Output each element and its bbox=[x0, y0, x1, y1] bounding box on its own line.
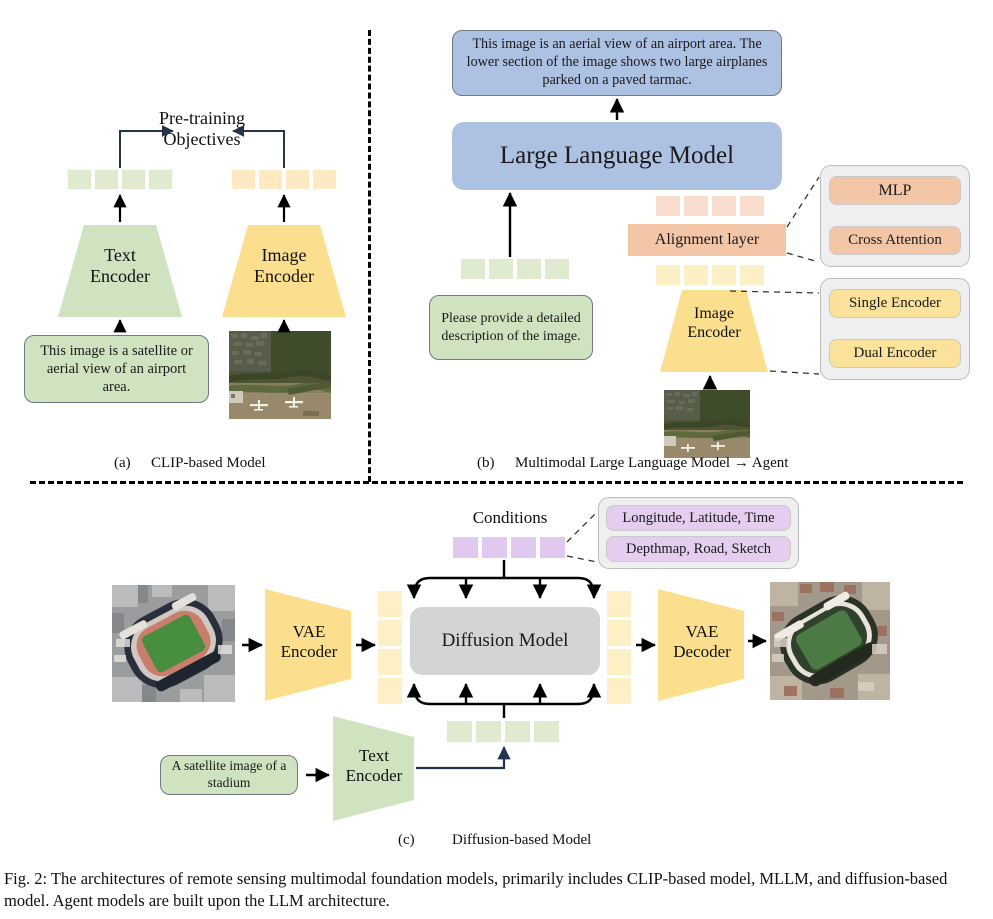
aligned-token-0 bbox=[656, 196, 680, 216]
diffusion-model-label: Diffusion Model bbox=[441, 629, 569, 651]
encoder-option-dual[interactable]: Dual Encoder bbox=[829, 339, 961, 368]
figure-caption: Fig. 2: The architectures of remote sens… bbox=[4, 869, 948, 911]
text-encoder-shape-c bbox=[333, 716, 414, 821]
text-token-2 bbox=[122, 170, 145, 189]
large-language-model-box[interactable]: Large Language Model bbox=[452, 122, 782, 190]
text-encoder-label: Text Encoder bbox=[90, 245, 150, 287]
condition-token-0 bbox=[453, 537, 478, 558]
airport-aerial-image-b bbox=[664, 390, 750, 458]
condition-option-geo-label: Longitude, Latitude, Time bbox=[622, 509, 775, 526]
prompt-token-2 bbox=[517, 259, 541, 279]
panel-a-caption-title: CLIP-based Model bbox=[151, 455, 266, 471]
condition-option-geo[interactable]: Longitude, Latitude, Time bbox=[606, 505, 791, 531]
diffusion-text-prompt-text: A satellite image of a stadium bbox=[171, 758, 287, 790]
alignment-option-mlp-label: MLP bbox=[878, 181, 912, 199]
text-encoder-shape bbox=[58, 225, 182, 317]
visual-token-3 bbox=[740, 265, 764, 285]
clip-text-prompt-box[interactable]: This image is a satellite or aerial view… bbox=[24, 335, 209, 403]
encoder-option-dual-label: Dual Encoder bbox=[853, 345, 937, 361]
panel-c-caption-title: Diffusion-based Model bbox=[452, 832, 592, 848]
mllm-output-box[interactable]: This image is an aerial view of an airpo… bbox=[452, 30, 782, 96]
panel-c-caption-index: (c) bbox=[398, 832, 415, 848]
diffusion-text-token-2 bbox=[505, 721, 530, 742]
encoder-option-single-label: Single Encoder bbox=[848, 295, 942, 311]
image-token-1 bbox=[259, 170, 282, 189]
condition-option-structure-label: Depthmap, Road, Sketch bbox=[626, 540, 771, 557]
mllm-prompt-box[interactable]: Please provide a detailed description of… bbox=[429, 295, 593, 360]
panel-a-caption-index: (a) bbox=[114, 455, 131, 471]
text-token-3 bbox=[149, 170, 172, 189]
stadium-aerial-output-image bbox=[770, 582, 890, 700]
vae-decoder-shape bbox=[658, 589, 744, 701]
alignment-layer-label: Alignment layer bbox=[654, 231, 760, 248]
text-token-0 bbox=[68, 170, 91, 189]
alignment-option-cross-attention-label: Cross Attention bbox=[848, 232, 942, 248]
image-encoder-shape-b bbox=[660, 290, 768, 372]
conditions-label: Conditions bbox=[472, 508, 548, 527]
aligned-token-3 bbox=[740, 196, 764, 216]
aligned-token-1 bbox=[684, 196, 708, 216]
text-encoder-label-c: Text Encoder bbox=[345, 746, 403, 786]
diffusion-text-prompt-box[interactable]: A satellite image of a stadium bbox=[160, 755, 298, 795]
aligned-token-2 bbox=[712, 196, 736, 216]
alignment-layer-box[interactable]: Alignment layer bbox=[628, 224, 786, 256]
image-encoder-shape-a bbox=[222, 225, 346, 317]
latent-token-in-3 bbox=[378, 678, 402, 704]
prompt-token-1 bbox=[489, 259, 513, 279]
diffusion-text-token-0 bbox=[447, 721, 472, 742]
airport-aerial-image-a bbox=[229, 331, 331, 419]
latent-token-in-0 bbox=[378, 591, 402, 617]
visual-token-0 bbox=[656, 265, 680, 285]
image-token-0 bbox=[232, 170, 255, 189]
visual-token-2 bbox=[712, 265, 736, 285]
mllm-prompt-text: Please provide a detailed description of… bbox=[441, 311, 581, 344]
panel-divider-vertical bbox=[368, 30, 371, 482]
latent-token-out-3 bbox=[607, 678, 631, 704]
vae-encoder-shape bbox=[265, 589, 351, 701]
large-language-model-label: Large Language Model bbox=[499, 142, 735, 169]
image-encoder-label-a: Image Encoder bbox=[254, 245, 314, 287]
stadium-aerial-input-image bbox=[112, 585, 235, 702]
diffusion-text-token-3 bbox=[534, 721, 559, 742]
vae-decoder-label: VAE Decoder bbox=[673, 622, 731, 662]
prompt-token-0 bbox=[461, 259, 485, 279]
vae-encoder-label: VAE Encoder bbox=[280, 622, 338, 662]
latent-token-out-0 bbox=[607, 591, 631, 617]
condition-token-3 bbox=[540, 537, 565, 558]
prompt-token-3 bbox=[545, 259, 569, 279]
alignment-option-cross-attention[interactable]: Cross Attention bbox=[829, 226, 961, 255]
encoder-option-single[interactable]: Single Encoder bbox=[829, 289, 961, 318]
panel-divider-horizontal bbox=[30, 481, 963, 484]
visual-token-1 bbox=[684, 265, 708, 285]
latent-token-in-2 bbox=[378, 649, 402, 675]
text-token-1 bbox=[95, 170, 118, 189]
latent-token-out-1 bbox=[607, 620, 631, 646]
diffusion-text-token-1 bbox=[476, 721, 501, 742]
condition-option-structure[interactable]: Depthmap, Road, Sketch bbox=[606, 536, 791, 562]
latent-token-in-1 bbox=[378, 620, 402, 646]
latent-token-out-2 bbox=[607, 649, 631, 675]
condition-token-2 bbox=[511, 537, 536, 558]
diffusion-model-box[interactable]: Diffusion Model bbox=[410, 607, 600, 675]
panel-b-caption-title: Multimodal Large Language Model → Agent bbox=[515, 455, 789, 471]
mllm-output-text: This image is an aerial view of an airpo… bbox=[466, 36, 768, 88]
image-token-3 bbox=[313, 170, 336, 189]
alignment-option-mlp[interactable]: MLP bbox=[829, 176, 961, 205]
clip-text-prompt-text: This image is a satellite or aerial view… bbox=[40, 342, 193, 396]
image-token-2 bbox=[286, 170, 309, 189]
panel-b-caption-index: (b) bbox=[477, 455, 495, 471]
condition-token-1 bbox=[482, 537, 507, 558]
pretraining-objectives-label: Pre-training Objectives bbox=[159, 108, 245, 150]
image-encoder-label-b: Image Encoder bbox=[687, 305, 741, 341]
